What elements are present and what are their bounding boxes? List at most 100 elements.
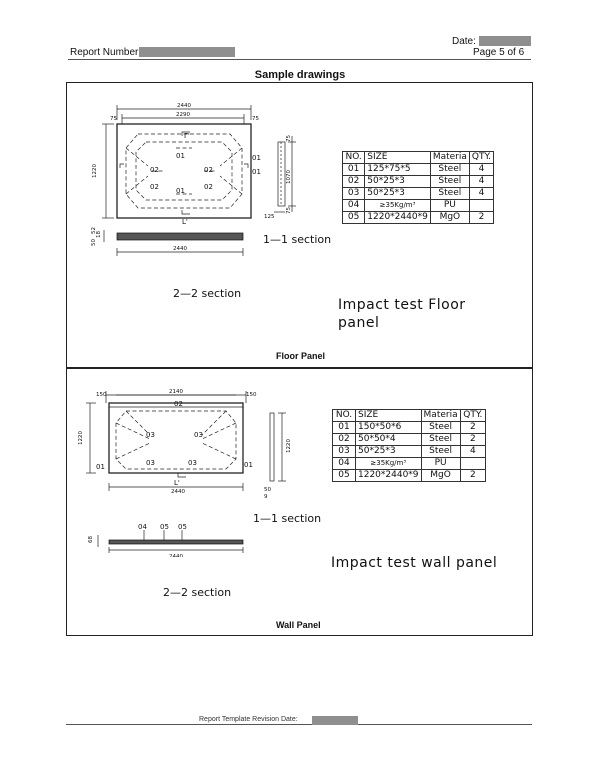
table-row: 05 1220*2440*9 MgO 2: [341, 211, 495, 224]
date-label: Date:: [452, 36, 476, 47]
report-number-redacted: [139, 47, 235, 57]
table-header-cell: Materia: [429, 151, 470, 164]
table-header-cell: NO.: [341, 151, 366, 164]
table-header-cell: SIZE: [364, 151, 431, 164]
table-cell: 1220*2440*9: [364, 211, 431, 224]
floor-label: 01: [252, 154, 261, 162]
page-indicator: Page 5 of 6: [473, 47, 525, 58]
table-cell: 2: [468, 211, 495, 224]
wall-sec2-label: 05: [160, 523, 169, 531]
wall-label: 02: [174, 400, 183, 408]
wall-dim-inner: 2140: [169, 389, 183, 395]
table-cell: 05: [332, 469, 356, 482]
floor-dim-height: 1220: [92, 164, 98, 178]
floor-label: 02: [150, 183, 159, 191]
table-cell: 125*75*5: [364, 163, 431, 176]
table-cell: Steel: [429, 163, 470, 176]
floor-side-top: 75: [286, 135, 292, 142]
wall-parts-table: NO. SIZE Materia QTY. 01 150*50*6 Steel …: [332, 409, 487, 482]
table-row: 04 ≥35Kg/m³ PU: [341, 199, 495, 212]
wall-impact-title: Impact test wall panel: [331, 555, 498, 571]
table-cell: Steel: [429, 187, 470, 200]
wall-side-height: 1220: [286, 439, 292, 453]
table-cell: 150*50*6: [355, 421, 422, 434]
wall-label: 03: [146, 431, 155, 439]
floor-label: 02: [150, 166, 159, 174]
wall-section-1-label: 1—1 section: [253, 512, 322, 525]
wall-panel-drawing: 2140 150 150 1220 2440 1220 50 9 68 2440…: [78, 389, 292, 557]
floor-dim-overall: 2440: [177, 103, 191, 109]
table-cell: 50*25*3: [355, 445, 422, 458]
wall-side-w: 50: [264, 487, 271, 493]
report-number-label: Report Number: [70, 47, 139, 58]
floor-panel-box: [66, 82, 533, 369]
table-cell: 2: [459, 433, 487, 446]
table-header-row: NO. SIZE Materia QTY.: [332, 409, 487, 422]
section-title: Sample drawings: [254, 69, 346, 81]
table-cell: Steel: [429, 175, 470, 188]
floor-dim-edge-left: 75: [110, 116, 117, 122]
table-cell: 4: [468, 175, 495, 188]
floor-parts-table: NO. SIZE Materia QTY. 01 125*75*5 Steel …: [341, 151, 495, 224]
wall-label: 03: [194, 431, 203, 439]
floor-sec2-h3: 50: [91, 239, 97, 246]
floor-impact-title-line1: Impact test Floor: [338, 297, 466, 313]
table-cell: 4: [468, 187, 495, 200]
table-cell: ≥35Kg/m³: [364, 199, 431, 212]
floor-label: 01: [176, 187, 185, 195]
table-cell: ≥35Kg/m³: [355, 457, 422, 470]
table-cell: 50*50*4: [355, 433, 422, 446]
table-header-cell: SIZE: [355, 409, 422, 422]
floor-label: 02: [204, 183, 213, 191]
floor-section-mark-top: Γ': [184, 132, 190, 140]
table-cell: 03: [341, 187, 366, 200]
table-cell: [459, 457, 487, 470]
footer-rule: [66, 724, 532, 725]
table-cell: Steel: [420, 421, 461, 434]
wall-sec2-label: 04: [138, 523, 147, 531]
floor-impact-title-line2: panel: [338, 315, 380, 331]
table-cell: 50*25*3: [364, 175, 431, 188]
table-cell: Steel: [420, 433, 461, 446]
floor-side-mid: 1070: [286, 170, 292, 184]
table-cell: MgO: [420, 469, 461, 482]
table-cell: 2: [459, 469, 487, 482]
table-row: 05 1220*2440*9 MgO 2: [332, 469, 487, 482]
wall-panel-caption: Wall Panel: [276, 620, 321, 630]
table-header-row: NO. SIZE Materia QTY.: [341, 151, 495, 164]
table-row: 01 125*75*5 Steel 4: [341, 163, 495, 176]
table-cell: [468, 199, 495, 212]
wall-label: 03: [146, 459, 155, 467]
floor-dim-edge-right: 75: [252, 116, 259, 122]
table-cell: 50*25*3: [364, 187, 431, 200]
table-cell: 05: [341, 211, 366, 224]
table-cell: 4: [468, 163, 495, 176]
table-row: 03 50*25*3 Steel 4: [341, 187, 495, 200]
table-header-cell: NO.: [332, 409, 356, 422]
table-cell: PU: [420, 457, 461, 470]
wall-sec2-label: 05: [178, 523, 187, 531]
table-cell: 02: [341, 175, 366, 188]
date-redacted: [479, 36, 531, 46]
table-header-cell: Materia: [420, 409, 461, 422]
floor-dim-inner: 2290: [176, 112, 190, 118]
wall-dim-overall: 2440: [171, 489, 185, 495]
wall-dim-edge-left: 150: [96, 392, 107, 398]
floor-sec2-h2: 18: [96, 231, 102, 238]
table-cell: 01: [341, 163, 366, 176]
wall-side-t: 9: [264, 494, 268, 500]
table-cell: 01: [332, 421, 356, 434]
wall-sec2-length: 2440: [169, 554, 183, 557]
wall-sec2-h: 68: [88, 536, 94, 543]
wall-section-2-label: 2—2 section: [163, 586, 232, 599]
floor-label: 01: [252, 168, 261, 176]
wall-label: 03: [188, 459, 197, 467]
floor-label: 01: [176, 152, 185, 160]
floor-section-mark-bottom: L': [182, 218, 188, 226]
footer-revision-label: Report Template Revision Date:: [199, 716, 298, 723]
table-row: 03 50*25*3 Steel 4: [332, 445, 487, 458]
wall-label: 01: [244, 461, 253, 469]
table-cell: 1220*2440*9: [355, 469, 422, 482]
floor-label: 02: [204, 166, 213, 174]
table-cell: 04: [341, 199, 366, 212]
